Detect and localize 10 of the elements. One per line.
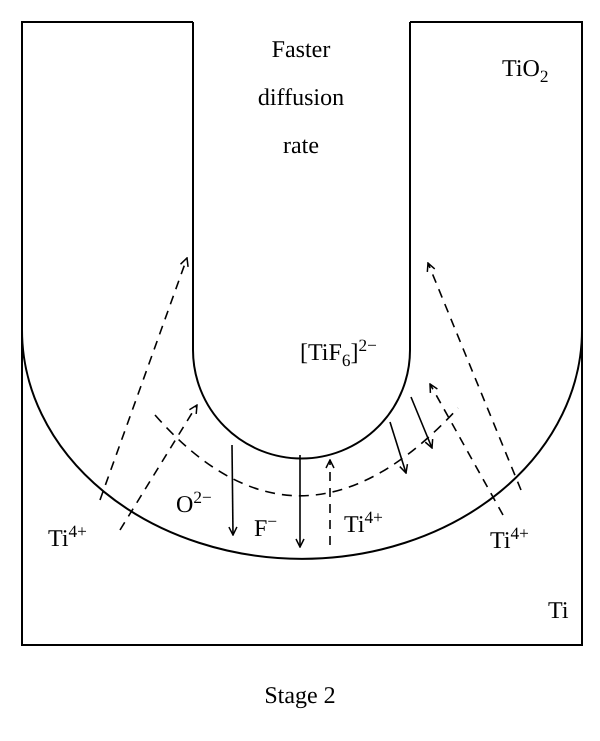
ion-label: Ti$^{4+}$ [48,522,87,552]
layer-label: TiO$_{2}$ [502,56,548,86]
ion-label: Ti$^{4+}$ [490,524,529,554]
note-text: Faster diffusion rate [256,36,346,161]
ion-label: O$^{2−}$ [176,488,212,518]
layer-label: Ti [548,598,568,624]
caption: Stage 2 [263,683,337,710]
ion-label: F$^{−}$ [254,512,278,542]
ion-label: [TiF$_{6}$]$^{2−}$ [300,336,377,370]
ion-label: Ti$^{4+}$ [344,508,383,538]
